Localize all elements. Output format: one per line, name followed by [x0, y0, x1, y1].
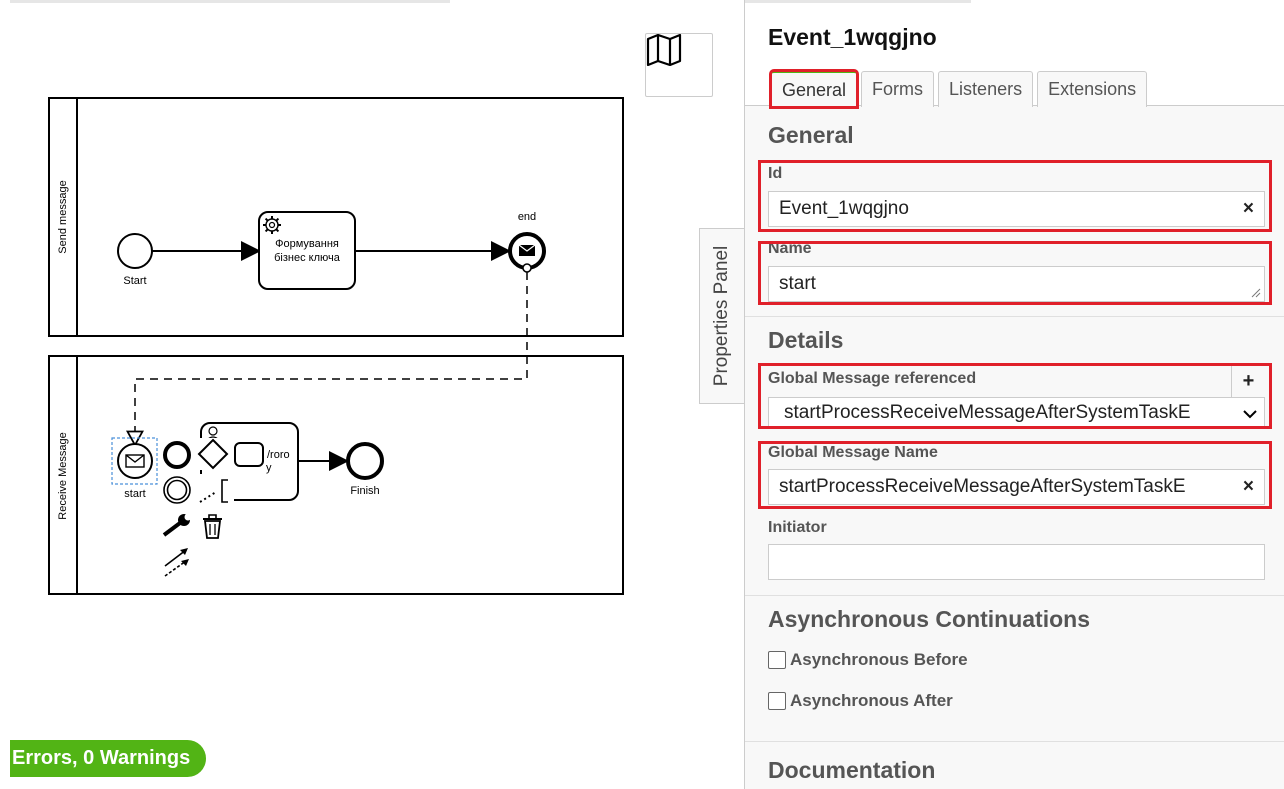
tab-forms[interactable]: Forms: [861, 71, 935, 107]
envelope-icon: [125, 454, 145, 468]
divider: [745, 741, 1284, 742]
end-event-label: end: [518, 211, 536, 223]
id-value: Event_1wqgjno: [779, 198, 909, 219]
gear-icon: [263, 216, 281, 234]
name-value: start: [779, 273, 816, 294]
service-task-label-1: Формування: [275, 238, 339, 250]
async-after-checkbox[interactable]: [768, 692, 786, 710]
divider: [745, 316, 1284, 317]
context-pad[interactable]: [160, 438, 264, 577]
group-title-general: General: [768, 122, 854, 148]
trash-icon[interactable]: [203, 514, 222, 539]
group-title-details: Details: [768, 327, 844, 353]
service-task-label-2: бізнес ключа: [274, 252, 341, 264]
text-annotation-icon[interactable]: [196, 474, 234, 506]
id-field[interactable]: Event_1wqgjno ×: [768, 191, 1265, 227]
finish-end-event[interactable]: Finish: [346, 442, 384, 497]
name-field[interactable]: start: [768, 266, 1265, 302]
name-label: Name: [768, 240, 812, 257]
wrench-icon[interactable]: [162, 513, 192, 537]
start-event-label: Start: [123, 275, 146, 287]
clear-id-icon[interactable]: ×: [1242, 198, 1254, 219]
resize-handle-icon[interactable]: [1251, 288, 1261, 298]
minimap-toggle-button[interactable]: [645, 33, 713, 97]
async-before-checkbox-row[interactable]: Asynchronous Before: [768, 650, 968, 670]
append-intermediate-event-icon[interactable]: [160, 474, 194, 506]
finish-label: Finish: [350, 485, 379, 497]
properties-panel-toggle-label: Properties Panel: [711, 245, 733, 387]
global-message-name-label: Global Message Name: [768, 444, 938, 461]
async-after-checkbox-row[interactable]: Asynchronous After: [768, 691, 953, 711]
connect-arrow-icon[interactable]: [164, 548, 189, 577]
divider: [745, 595, 1284, 596]
service-task[interactable]: Формування бізнес ключа: [258, 211, 356, 290]
async-after-label: Asynchronous After: [790, 691, 953, 710]
global-message-ref-select[interactable]: startProcessReceiveMessageAfterSystemTas…: [768, 397, 1265, 429]
message-flow[interactable]: [135, 263, 532, 445]
lint-status-badge[interactable]: Errors, 0 Warnings: [10, 740, 207, 777]
lint-status-text: Errors, 0 Warnings: [12, 747, 191, 769]
plus-icon: +: [1242, 369, 1255, 392]
append-end-event-icon[interactable]: [160, 440, 194, 470]
global-message-name-field[interactable]: startProcessReceiveMessageAfterSystemTas…: [768, 469, 1265, 505]
tab-general[interactable]: General: [768, 69, 860, 109]
chevron-down-icon: [1243, 410, 1257, 419]
global-message-ref-value: startProcessReceiveMessageAfterSystemTas…: [784, 402, 1191, 423]
panel-header: Event_1wqgjno General Forms Listeners Ex…: [745, 0, 1284, 109]
lane-label-send: Send message: [57, 180, 69, 253]
diagram-canvas[interactable]: Send message Receive Message Start: [0, 0, 744, 789]
add-message-button[interactable]: +: [1231, 365, 1265, 397]
async-before-label: Asynchronous Before: [790, 650, 968, 669]
message-start-event-selected[interactable]: start: [111, 437, 158, 500]
bpmn-diagram[interactable]: Send message Receive Message Start: [0, 0, 744, 789]
clear-message-name-icon[interactable]: ×: [1242, 476, 1254, 497]
async-before-checkbox[interactable]: [768, 651, 786, 669]
user-task-label-fragment-1: /roro: [267, 449, 290, 461]
append-task-icon[interactable]: [232, 440, 264, 468]
map-icon: [646, 34, 682, 66]
panel-top-edge: [745, 0, 971, 3]
panel-tabs: General Forms Listeners Extensions: [768, 69, 1148, 109]
tab-listeners[interactable]: Listeners: [938, 71, 1034, 107]
global-message-name-value: startProcessReceiveMessageAfterSystemTas…: [779, 476, 1186, 497]
append-gateway-icon[interactable]: [196, 438, 230, 470]
panel-title: Event_1wqgjno: [768, 24, 937, 50]
global-message-ref-label: Global Message referenced: [768, 370, 977, 387]
top-edge: [10, 0, 450, 3]
user-task-label-fragment-2: y: [266, 462, 272, 474]
initiator-field[interactable]: [768, 544, 1265, 580]
receive-start-label: start: [124, 488, 145, 500]
lane-label-receive: Receive Message: [57, 432, 69, 519]
group-title-documentation: Documentation: [768, 757, 936, 783]
properties-panel-toggle[interactable]: Properties Panel: [699, 228, 745, 404]
id-label: Id: [768, 165, 783, 182]
properties-panel: Event_1wqgjno General Forms Listeners Ex…: [744, 0, 1284, 789]
envelope-filled-icon: [518, 244, 536, 256]
group-title-async: Asynchronous Continuations: [768, 606, 1090, 632]
tab-extensions[interactable]: Extensions: [1037, 71, 1148, 107]
initiator-label: Initiator: [768, 519, 827, 536]
